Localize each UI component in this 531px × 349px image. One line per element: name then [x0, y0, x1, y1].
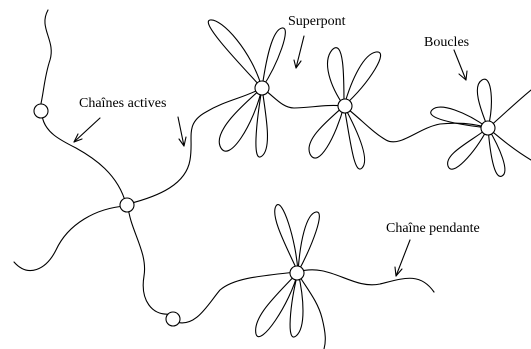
- active-chain-arrow-left: [73, 117, 101, 143]
- loops-crosslink-1: [207, 19, 286, 158]
- crosslink-node-central: [119, 197, 135, 213]
- label-loops: Boucles: [424, 35, 469, 50]
- dangling-chain-lower-left: [13, 205, 127, 272]
- chain-top-left-to-upper-crosslink: [39, 9, 52, 109]
- label-dangling-chain: Chaîne pendante: [386, 221, 480, 236]
- active-chain-upper-to-central: [41, 114, 127, 205]
- chain-central-to-bottom-crosslink: [127, 205, 171, 315]
- chain-lower-right-downward: [297, 273, 326, 349]
- chain-right-edge-upper: [487, 89, 531, 129]
- superbridge-arrow: [293, 35, 305, 69]
- crosslink-node-bottom: [165, 311, 181, 327]
- loops-crosslink-3: [430, 78, 506, 177]
- dangling-chain-arrow: [394, 239, 411, 277]
- loops-crosslink-2: [308, 47, 382, 170]
- chain-right-edge-lower: [487, 127, 531, 161]
- crosslink-node-upper-left: [33, 103, 49, 119]
- crosslink-node-top-3: [480, 120, 496, 136]
- loops-arrow: [453, 49, 468, 81]
- label-active-chains: Chaînes actives: [79, 96, 166, 111]
- chain-link-crosslink-2-to-3: [343, 105, 489, 143]
- dangling-chain-right: [297, 269, 435, 293]
- crosslink-node-lower: [289, 265, 305, 281]
- loops-crosslink-5: [255, 204, 320, 338]
- crosslink-node-top-2: [337, 98, 353, 114]
- crosslink-node-top-1: [254, 80, 270, 96]
- active-chain-arrow-right: [177, 116, 187, 147]
- label-superbridge: Superpont: [288, 14, 346, 29]
- chain-link-crosslink-1-to-2: [261, 87, 345, 109]
- active-chain-central-to-upper-right: [127, 87, 263, 205]
- chain-bottom-crosslink-to-lower-right: [175, 271, 297, 324]
